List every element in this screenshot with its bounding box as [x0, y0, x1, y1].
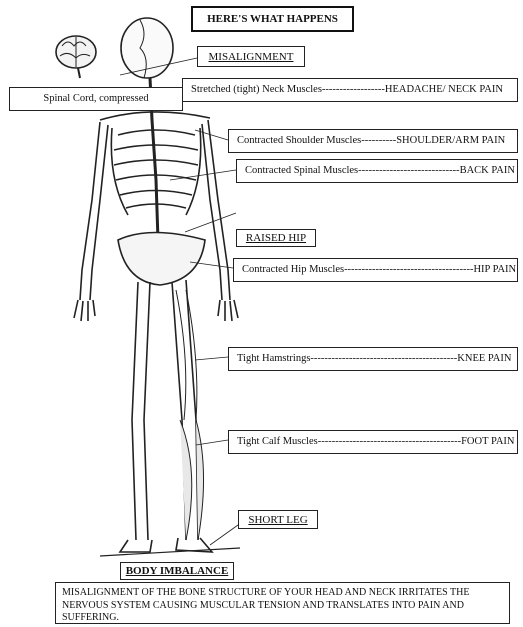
effect-row-hip: Contracted Hip Muscles------------------…: [233, 258, 518, 282]
effect-row-shoulder: Contracted Shoulder Muscles----------SHO…: [228, 129, 518, 153]
effect-pain: KNEE PAIN: [457, 353, 511, 366]
effect-row-neck: Stretched (tight) Neck Muscles----------…: [182, 78, 518, 102]
effect-leader: -----------------------------: [358, 165, 459, 178]
effect-muscle: Contracted Hip Muscles: [234, 264, 344, 277]
body-imbalance-tag: BODY IMBALANCE: [120, 562, 234, 580]
effect-leader: ----------------------------------------…: [318, 436, 461, 449]
effect-muscle: Tight Calf Muscles: [229, 436, 318, 449]
effect-leader: ----------------------------------------…: [310, 353, 457, 366]
effect-leader: -------------------------------------: [344, 264, 473, 277]
diagram-title: HERE'S WHAT HAPPENS: [191, 6, 354, 32]
effect-muscle: Tight Hamstrings: [229, 353, 310, 366]
effect-pain: HEADACHE/ NECK PAIN: [385, 84, 503, 97]
brain-icon: [56, 36, 96, 78]
effect-row-knee: Tight Hamstrings------------------------…: [228, 347, 518, 371]
effect-muscle: Stretched (tight) Neck Muscles: [183, 84, 322, 97]
effect-row-back: Contracted Spinal Muscles---------------…: [236, 159, 518, 183]
misalignment-tag: MISALIGNMENT: [197, 46, 305, 67]
spinal-cord-label: Spinal Cord, compressed: [9, 87, 183, 111]
raised-hip-tag: RAISED HIP: [236, 229, 316, 247]
effect-pain: HIP PAIN: [473, 264, 516, 277]
effect-muscle: Contracted Shoulder Muscles: [229, 135, 361, 148]
effect-pain: BACK PAIN: [460, 165, 515, 178]
effect-pain: SHOULDER/ARM PAIN: [396, 135, 505, 148]
summary-text: MISALIGNMENT OF THE BONE STRUCTURE OF YO…: [55, 582, 510, 624]
effect-leader: ----------: [361, 135, 396, 148]
effect-pain: FOOT PAIN: [461, 436, 514, 449]
short-leg-tag: SHORT LEG: [238, 510, 318, 529]
effect-leader: ------------------: [322, 84, 385, 97]
effect-muscle: Contracted Spinal Muscles: [237, 165, 358, 178]
effect-row-foot: Tight Calf Muscles----------------------…: [228, 430, 518, 454]
